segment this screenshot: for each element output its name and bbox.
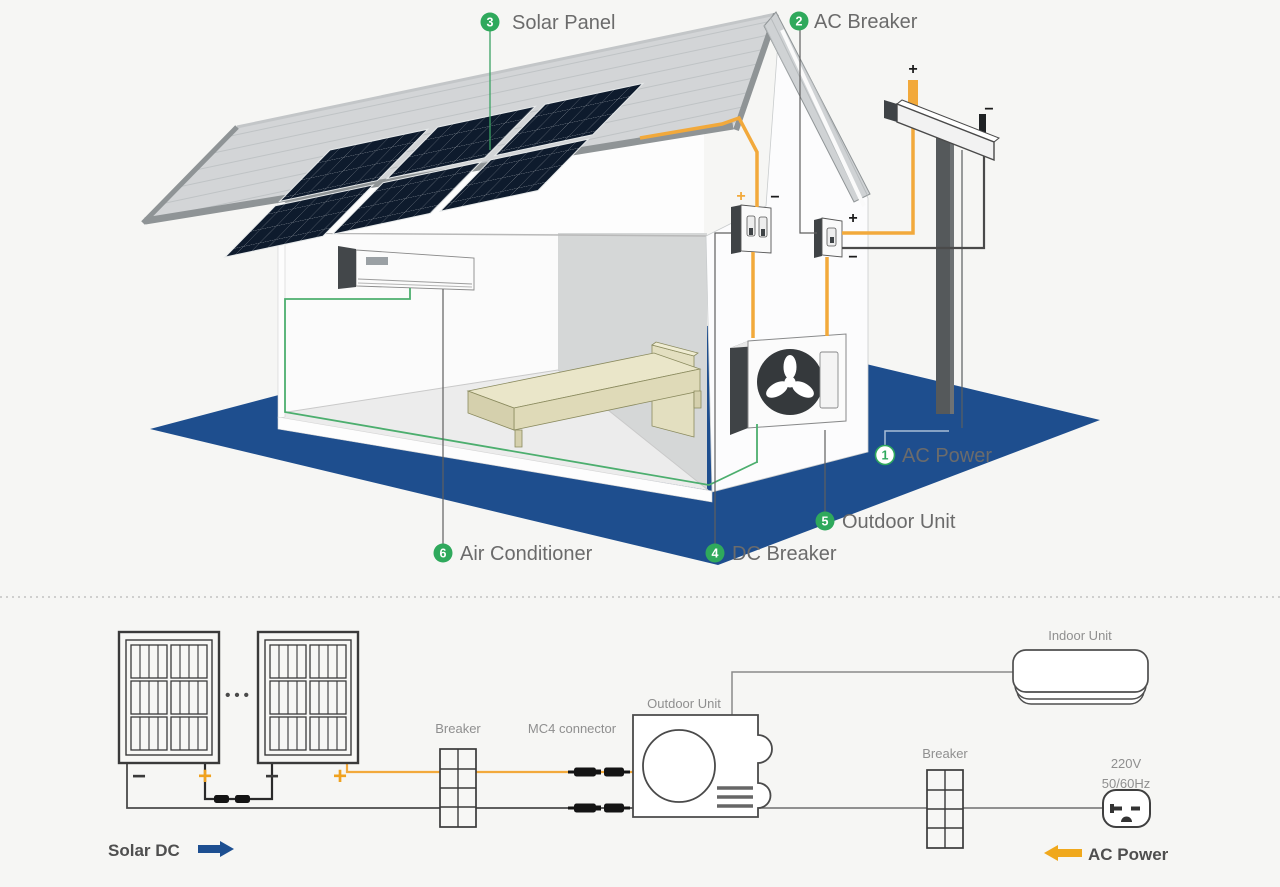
- pv-string-dots: •••: [225, 687, 253, 704]
- pole-plus-mark: +: [908, 61, 917, 78]
- solar-panel: [278, 128, 430, 203]
- ac-display: [366, 257, 388, 265]
- indoor-unit-label: Indoor Unit: [1048, 628, 1112, 643]
- callout-6-badge: [433, 543, 453, 563]
- mc4-connector-positive: [568, 767, 630, 777]
- dc-wire-roof-to-breaker: [639, 115, 759, 207]
- callout-1-label: AC Power: [902, 445, 992, 467]
- utility-pole: [936, 138, 963, 428]
- schematic-ac-breaker: [926, 769, 964, 849]
- fan-icon: [757, 349, 823, 415]
- pole-minus-terminal: [979, 114, 986, 140]
- callout-4-number: 4: [712, 547, 719, 561]
- panel2-minus: −: [265, 763, 279, 790]
- callout-4-badge: [705, 543, 725, 563]
- indoor-ac-unit: [338, 246, 475, 291]
- callout-5-label: Outdoor Unit: [842, 511, 956, 533]
- solar-panel: [223, 184, 375, 258]
- ac-power-label: AC Power: [1088, 845, 1169, 864]
- right-arrow-icon: [198, 841, 234, 857]
- ac-minus-mark: −: [848, 249, 857, 266]
- power-outlet: 220V 50/60Hz: [1102, 756, 1151, 828]
- schematic-outdoor-unit: Outdoor Unit: [632, 696, 773, 818]
- scene-wires: [284, 112, 986, 486]
- callout-outdoor-unit: 5 Outdoor Unit: [815, 511, 956, 533]
- outdoor-unit-label: Outdoor Unit: [647, 696, 721, 711]
- mc4-link-connector: [214, 795, 229, 803]
- pole-plus-terminal: [908, 80, 918, 112]
- callout-2-number: 2: [796, 15, 803, 29]
- panel2-plus: +: [333, 763, 347, 790]
- callout-3-label: Solar Panel: [512, 12, 615, 34]
- callout-leaders: [442, 30, 949, 544]
- outlet-voltage-label: 220V: [1111, 756, 1142, 771]
- schematic-pv-panel-2: [258, 632, 358, 763]
- callout-solar-panel: 3 Solar Panel: [480, 12, 615, 34]
- solar-dc-label: Solar DC: [108, 841, 180, 860]
- pole-crossarm: [884, 80, 1000, 162]
- solar-panel: [438, 138, 590, 213]
- callout-2-badge: [789, 11, 809, 31]
- schematic-indoor-unit: Indoor Unit: [1012, 628, 1149, 705]
- schematic-dc-breaker: [439, 748, 477, 828]
- wiring-schematic: ••• − + − + Breaker MC4 connector Outdoo…: [108, 628, 1169, 864]
- callout-1-number: 1: [882, 449, 889, 463]
- callout-6-label: Air Conditioner: [460, 543, 593, 565]
- dc-minus-mark: −: [770, 189, 779, 206]
- callout-ac-breaker: 2 AC Breaker: [789, 11, 918, 33]
- pv-positive-wire: [345, 763, 640, 774]
- legend-solar-dc: Solar DC: [108, 841, 234, 860]
- fan-icon: [642, 729, 716, 803]
- callout-5-badge: [815, 511, 835, 531]
- left-arrow-icon: [1044, 845, 1082, 861]
- solar-panel-array: [223, 82, 645, 258]
- callout-1-badge: [874, 444, 896, 466]
- dc-breaker-label: Breaker: [435, 721, 481, 736]
- solar-panel: [331, 161, 483, 236]
- ac-wire-breaker-to-pole: [842, 112, 915, 235]
- callout-4-label: DC Breaker: [732, 543, 837, 565]
- ac-breaker-label: Breaker: [922, 746, 968, 761]
- callout-2-label: AC Breaker: [814, 11, 918, 33]
- solar-panel: [385, 105, 537, 180]
- legend-ac-power: AC Power: [1044, 845, 1169, 864]
- callout-5-number: 5: [822, 515, 829, 529]
- panel1-plus: +: [198, 763, 212, 790]
- pole-minus-mark: −: [984, 101, 993, 118]
- callout-ac-power: 1 AC Power: [874, 444, 992, 467]
- polarity-marks: + − + − + −: [736, 61, 993, 266]
- pv-series-link: [203, 763, 274, 801]
- dc-breaker-box: [731, 204, 772, 254]
- dc-plus-mark: +: [736, 188, 745, 205]
- callout-dc-breaker: 4 DC Breaker: [705, 543, 837, 565]
- isometric-scene: 3 Solar Panel 2 AC Breaker 1 AC Power 5 …: [141, 11, 1100, 565]
- unit-to-indoor-wire: [731, 671, 1013, 715]
- neutral-wire-to-pole: [842, 150, 986, 250]
- callout-6-number: 6: [440, 547, 447, 561]
- callout-air-conditioner: 6 Air Conditioner: [433, 543, 593, 565]
- ac-plus-mark: +: [848, 210, 857, 227]
- schematic-pv-panel-1: [119, 632, 219, 763]
- mc4-connector-negative: [568, 803, 630, 813]
- solar-panel: [493, 82, 645, 157]
- outlet-frequency-label: 50/60Hz: [1102, 776, 1150, 791]
- callout-3-number: 3: [487, 16, 494, 30]
- mc4-link-connector: [235, 795, 250, 803]
- ac-breaker-box: [814, 217, 843, 258]
- callout-3-badge: [480, 12, 500, 32]
- bed: [466, 341, 702, 448]
- mc4-label: MC4 connector: [528, 721, 617, 736]
- panel1-minus: −: [132, 763, 146, 790]
- outdoor-unit-3d: [730, 333, 847, 435]
- green-wire-indoor: [284, 288, 758, 486]
